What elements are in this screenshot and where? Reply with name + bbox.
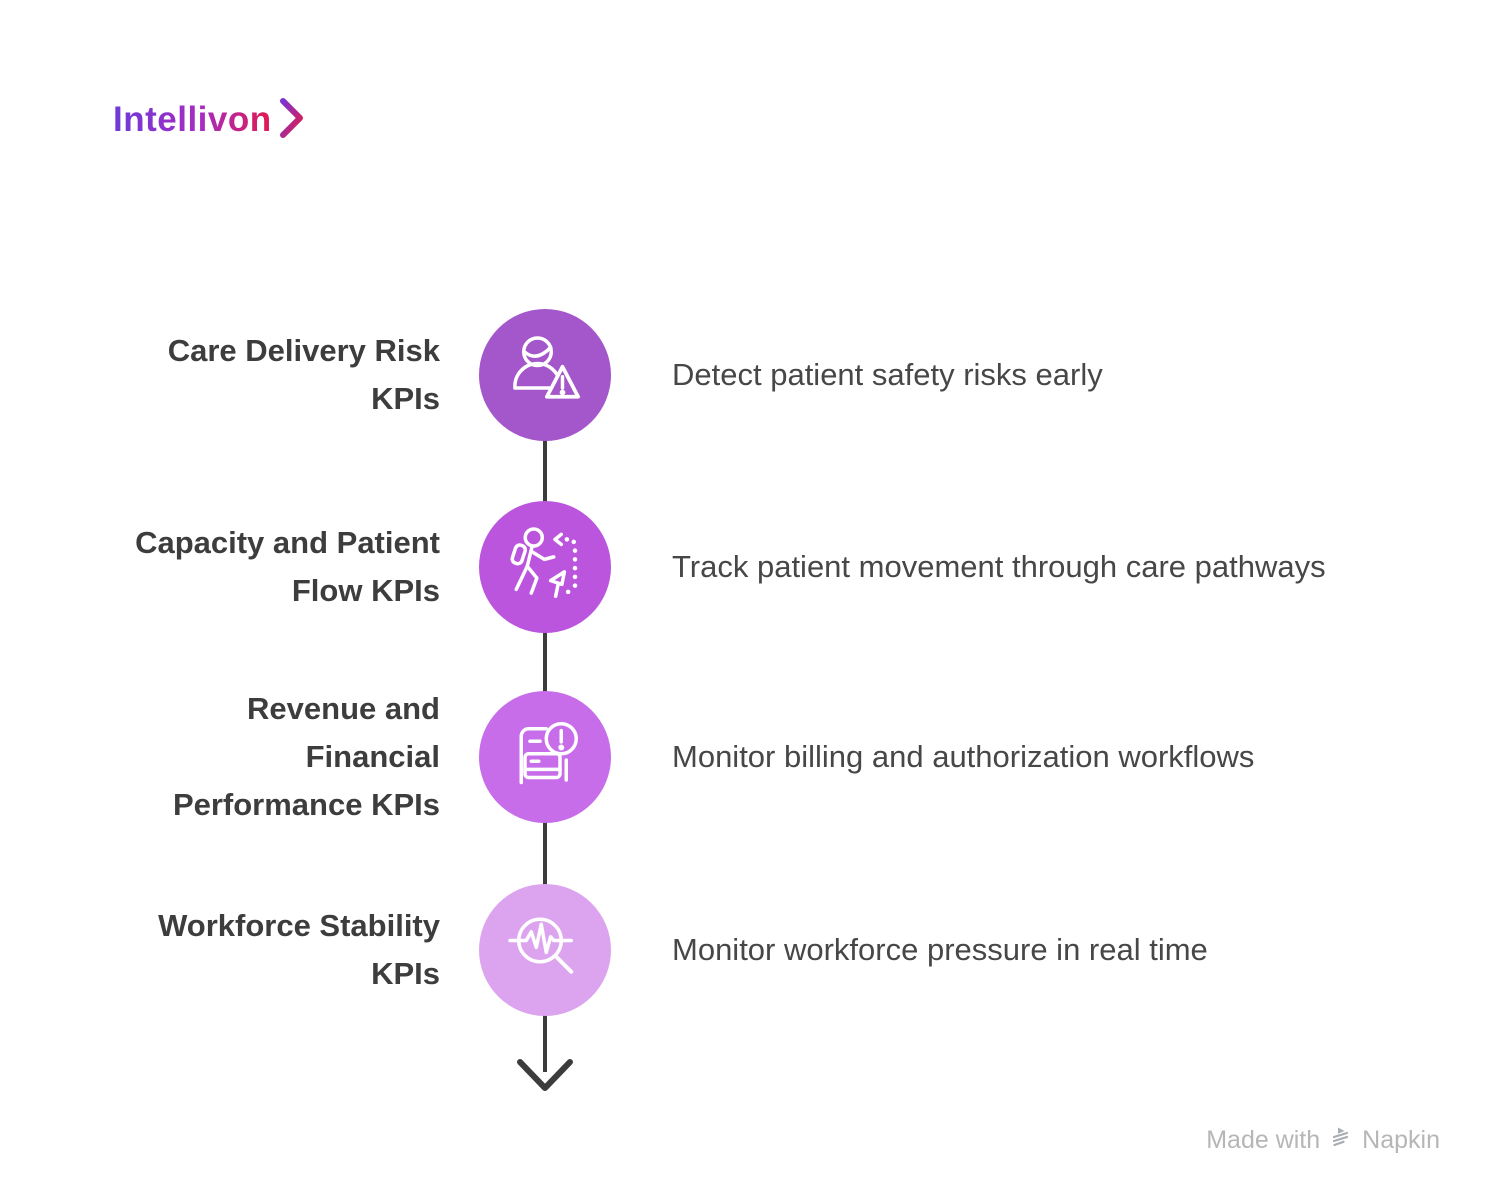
made-with-napkin-watermark: Made with Napkin (1206, 1125, 1440, 1156)
timeline-node-4 (479, 884, 611, 1016)
row-title-capacity-patient-flow: Capacity and Patient Flow KPIs (40, 519, 440, 615)
row-title-revenue-financial: Revenue and Financial Performance KPIs (40, 685, 440, 829)
row-description: Detect patient safety risks early (672, 357, 1103, 392)
timeline-node-3 (479, 691, 611, 823)
timeline-node-1 (479, 309, 611, 441)
title-line: Revenue and (247, 691, 440, 726)
pulse-magnifier-icon (505, 908, 585, 993)
row-description: Monitor workforce pressure in real time (672, 932, 1208, 967)
logo-brand-text: Intellivon (113, 99, 272, 139)
row-description: Monitor billing and authorization workfl… (672, 739, 1255, 774)
row-title-care-delivery-risk: Care Delivery Risk KPIs (40, 327, 440, 423)
row-title-workforce-stability: Workforce Stability KPIs (40, 902, 440, 998)
billing-alert-icon (505, 715, 585, 800)
napkin-logo-icon (1329, 1125, 1353, 1156)
timeline-arrow-down-icon (513, 1056, 577, 1101)
title-line: Performance KPIs (172, 787, 440, 822)
title-line: KPIs (371, 381, 440, 416)
watermark-brand: Napkin (1362, 1126, 1440, 1154)
title-line: Financial (305, 739, 440, 774)
watermark-prefix: Made with (1206, 1126, 1321, 1154)
chevron-right-icon (278, 97, 306, 144)
intellivon-logo: Intellivon (113, 95, 306, 144)
title-line: KPIs (371, 956, 440, 991)
row-description: Track patient movement through care path… (672, 549, 1326, 584)
title-line: Workforce Stability (158, 908, 440, 943)
person-warning-icon (505, 333, 585, 418)
timeline-node-2 (479, 501, 611, 633)
title-line: Capacity and Patient (135, 525, 440, 560)
title-line: Flow KPIs (291, 573, 440, 608)
title-line: Care Delivery Risk (167, 333, 440, 368)
hiker-path-icon (505, 525, 585, 610)
